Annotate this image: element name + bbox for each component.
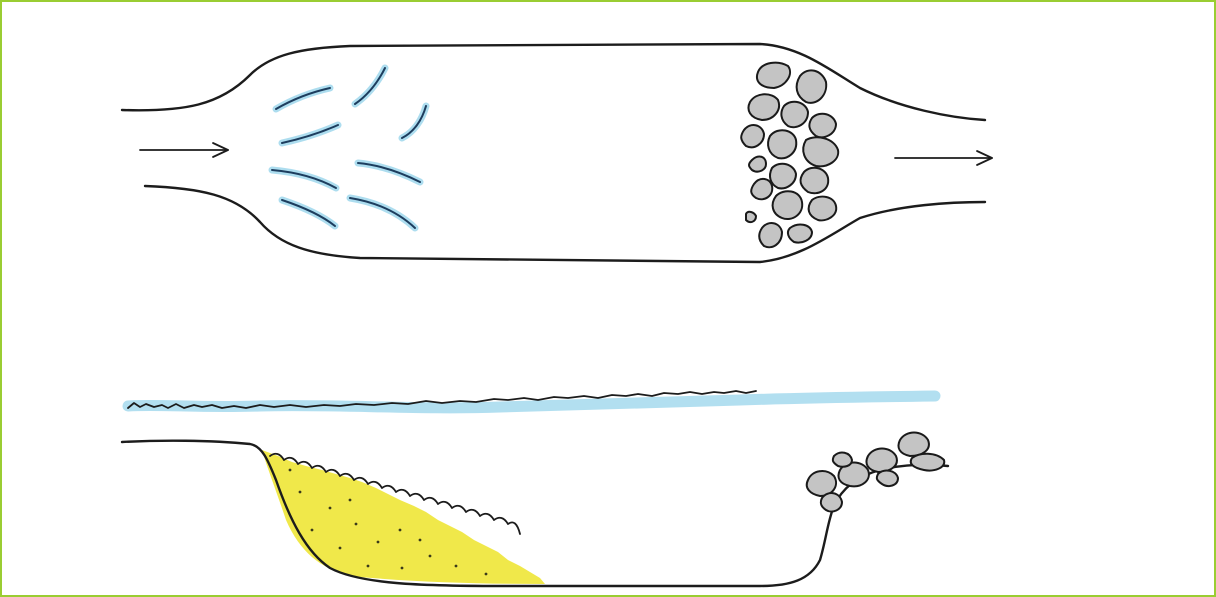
- pebble-deposit-top: [741, 63, 838, 248]
- water-surface: [128, 391, 935, 408]
- channel-lower-bank: [145, 186, 985, 262]
- channel-upper-bank: [122, 44, 985, 120]
- channel-bed: [122, 441, 948, 586]
- turbulence-swirls: [272, 68, 426, 228]
- sand-deposit: [262, 450, 545, 584]
- arrow-right-icon: [895, 151, 992, 165]
- arrow-right-icon: [140, 143, 228, 157]
- channel-plan-view: [122, 44, 992, 262]
- channel-cross-section: [122, 391, 948, 586]
- pebble-deposit-bank: [807, 433, 944, 512]
